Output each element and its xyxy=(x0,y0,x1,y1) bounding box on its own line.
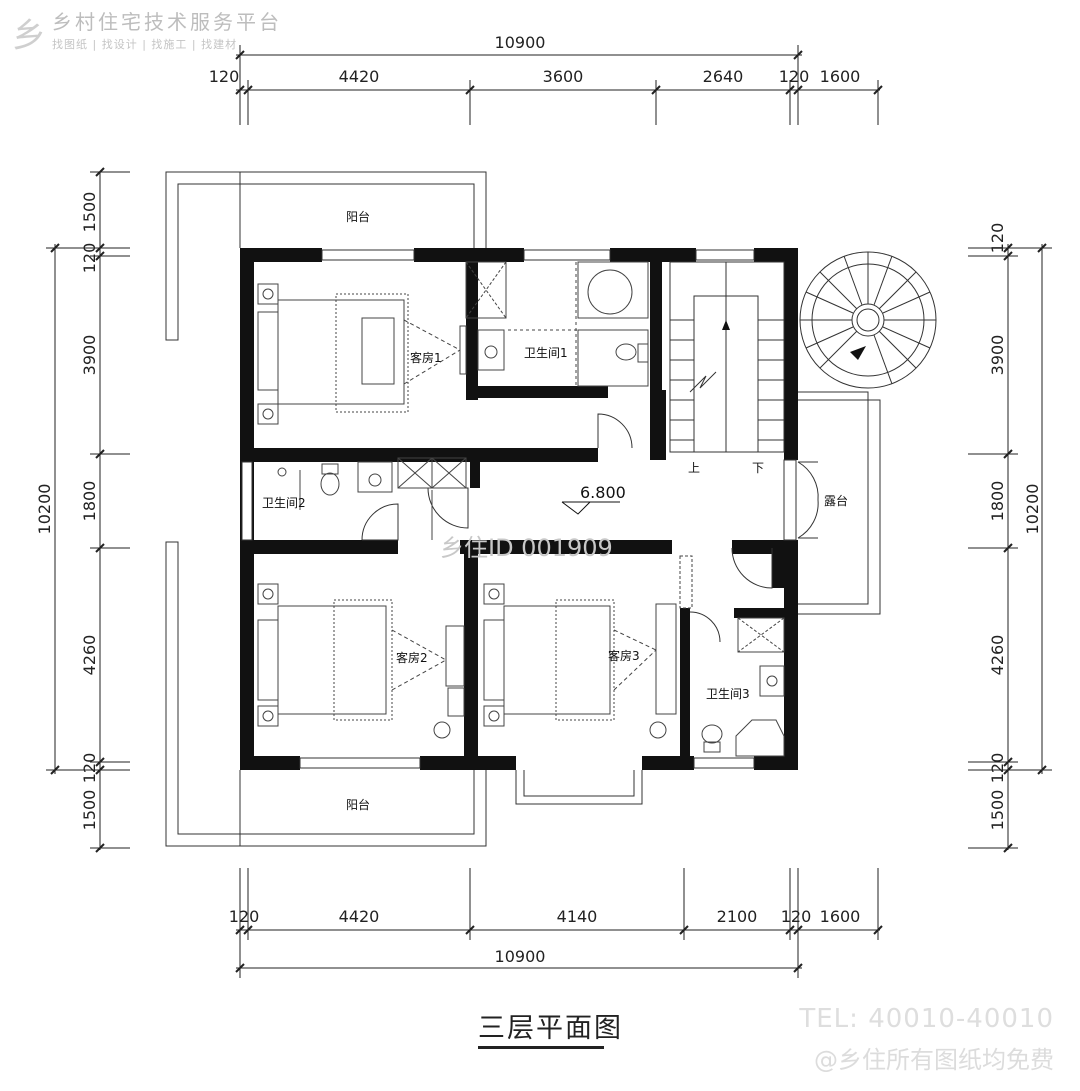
dim-left-1: 120 xyxy=(80,243,99,274)
label-stair-up: 上 xyxy=(688,461,700,475)
dim-left-6: 1500 xyxy=(80,790,99,831)
spiral-arrow-icon xyxy=(850,346,866,360)
dim-top-5: 1600 xyxy=(820,67,861,86)
label-bath2: 卫生间2 xyxy=(262,496,306,510)
watermark-logo: 乡 xyxy=(12,16,46,56)
dim-top-0: 120 xyxy=(209,67,240,86)
dim-left-0: 1500 xyxy=(80,192,99,233)
level-marker: 6.800 xyxy=(561,483,626,515)
dim-right-5: 1500 xyxy=(988,790,1007,831)
drawing-title: 三层平面图 xyxy=(478,1013,623,1044)
label-balcony-top: 阳台 xyxy=(346,209,370,224)
title-underline xyxy=(478,1046,604,1049)
dim-left-5: 120 xyxy=(80,753,99,784)
walls xyxy=(240,248,798,770)
dim-bottom-3: 2100 xyxy=(717,907,758,926)
dimension-labels: 10900 120 4420 3600 2640 120 1600 10900 … xyxy=(35,33,1042,966)
watermark-tagline: 找图纸 | 找设计 | 找施工 | 找建材 xyxy=(52,38,238,51)
label-guest3: 客房3 xyxy=(608,648,640,663)
label-stair-down: 下 xyxy=(752,461,764,475)
doors xyxy=(361,413,819,643)
windows xyxy=(241,249,797,769)
furniture xyxy=(257,261,785,757)
dim-bottom-1: 4420 xyxy=(339,907,380,926)
dim-top-total: 10900 xyxy=(495,33,546,52)
label-balcony-bottom: 阳台 xyxy=(346,797,370,812)
dimension-lines xyxy=(46,45,1052,978)
dim-left-2: 3900 xyxy=(80,335,99,376)
dim-bottom-5: 1600 xyxy=(820,907,861,926)
dim-left-total: 10200 xyxy=(35,484,54,535)
dim-right-3: 4260 xyxy=(988,635,1007,676)
stair-arrow-icon xyxy=(722,320,730,330)
dim-bottom-4: 120 xyxy=(781,907,812,926)
dimension-ticks xyxy=(50,50,1047,973)
watermark-copyright: @乡住所有图纸均免费 xyxy=(814,1046,1054,1074)
label-guest1: 客房1 xyxy=(410,350,442,365)
dim-left-3: 1800 xyxy=(80,481,99,522)
dim-right-2: 1800 xyxy=(988,481,1007,522)
watermark-id: 乡住ID 001909 xyxy=(440,534,613,562)
watermark-tel: TEL: 40010-40010 xyxy=(799,1004,1054,1034)
dim-left-4: 4260 xyxy=(80,635,99,676)
label-guest2: 客房2 xyxy=(396,650,428,665)
spiral-stair xyxy=(799,251,937,389)
label-bath1: 卫生间1 xyxy=(524,346,568,360)
dim-bottom-2: 4140 xyxy=(557,907,598,926)
dim-top-3: 2640 xyxy=(703,67,744,86)
dim-top-4: 120 xyxy=(779,67,810,86)
watermark-brand: 乡村住宅技术服务平台 xyxy=(52,10,282,34)
label-bath3: 卫生间3 xyxy=(706,687,750,701)
dim-bottom-0: 120 xyxy=(229,907,260,926)
label-terrace: 露台 xyxy=(824,493,848,508)
dim-right-0: 120 xyxy=(988,223,1007,254)
balcony-outlines xyxy=(165,171,881,847)
dim-right-1: 3900 xyxy=(988,335,1007,376)
dim-top-2: 3600 xyxy=(543,67,584,86)
level-label: 6.800 xyxy=(580,483,626,502)
straight-stair xyxy=(669,261,785,453)
dim-right-total: 10200 xyxy=(1023,484,1042,535)
room-labels: 阳台 阳台 客房1 卫生间1 卫生间2 客房2 客房3 卫生间3 露台 上 下 xyxy=(262,209,848,812)
dim-top-1: 4420 xyxy=(339,67,380,86)
dim-right-4: 120 xyxy=(988,753,1007,784)
dim-bottom-total: 10900 xyxy=(495,947,546,966)
